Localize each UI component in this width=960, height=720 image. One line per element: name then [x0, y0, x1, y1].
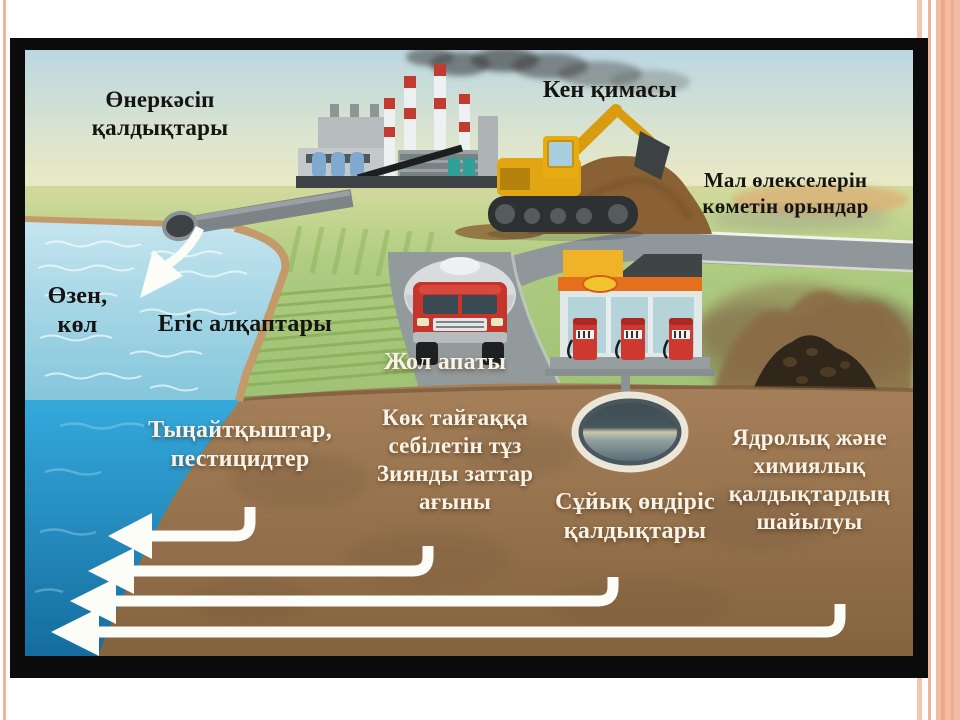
label-nuclear-chemical: Ядролық және химиялық қалдықтардың шайыл… [728, 425, 891, 535]
frame-stripe-right-2 [928, 0, 931, 720]
factory-smoke [406, 50, 690, 94]
truck-grille [433, 318, 487, 331]
fuel-pump-1 [567, 318, 597, 360]
truck-bumper [413, 332, 507, 343]
label-carcass-burial: Мал өлекселерін көметін орындар [702, 168, 869, 218]
tanker-truck [404, 257, 516, 365]
rock-pile [752, 335, 878, 392]
gas-station [545, 250, 715, 376]
outfall-pipe [162, 189, 354, 242]
excavator [487, 104, 670, 241]
discharge-arrow [140, 225, 205, 298]
gas-station-roof [612, 254, 702, 280]
frame-stripe-right-band [936, 0, 960, 720]
flow-arrows [51, 507, 846, 656]
underground-tank [571, 376, 689, 473]
waste-mounds [685, 282, 913, 392]
frame-stripe-right-3 [941, 0, 945, 720]
label-road-accident: Жол апаты [383, 349, 507, 375]
smokestacks [384, 64, 470, 178]
factory [296, 64, 500, 188]
gas-station-sign [563, 250, 623, 280]
deep-water-streaks [34, 422, 145, 594]
flow-arrow-4 [51, 604, 846, 656]
crop-fields-area [235, 225, 435, 388]
label-industrial-waste: Өнеркәсіп қалдықтары [91, 87, 229, 141]
frame-stripe-right-4 [951, 0, 954, 720]
flow-arrow-1 [108, 507, 256, 559]
label-salt-runoff: Көк тайғаққа себілетін тұз Зиянды заттар… [376, 405, 534, 515]
conveyor [357, 144, 463, 182]
frame-stripe-left [3, 0, 6, 720]
label-liquid-waste: Сұйық өндіріс қалдықтары [555, 489, 715, 545]
factory-platform [296, 176, 500, 188]
carcass-burial-site [708, 184, 908, 231]
label-river-lake: Өзен, көл [47, 283, 108, 339]
gas-station-band [558, 277, 702, 291]
illustration-frame: Өнеркәсіп қалдықтары Кен қимасы Мал өлек… [10, 38, 928, 678]
flow-arrow-2 [88, 546, 434, 594]
highway-road [505, 228, 913, 286]
fuel-pump-3 [663, 318, 693, 360]
pollution-diagram-scene [25, 50, 913, 656]
label-mine-section: Кен қимасы [542, 77, 678, 103]
label-crop-fields: Егіс алқаптары [157, 311, 333, 337]
fuel-pump-2 [615, 318, 645, 360]
excavator-bucket [634, 131, 670, 180]
water-waves [37, 240, 248, 392]
gas-station-logo [582, 275, 618, 293]
flow-arrow-3 [70, 577, 619, 624]
label-fertilizers-pesticides: Тыңайтқыштар, пестицидтер [148, 417, 332, 473]
